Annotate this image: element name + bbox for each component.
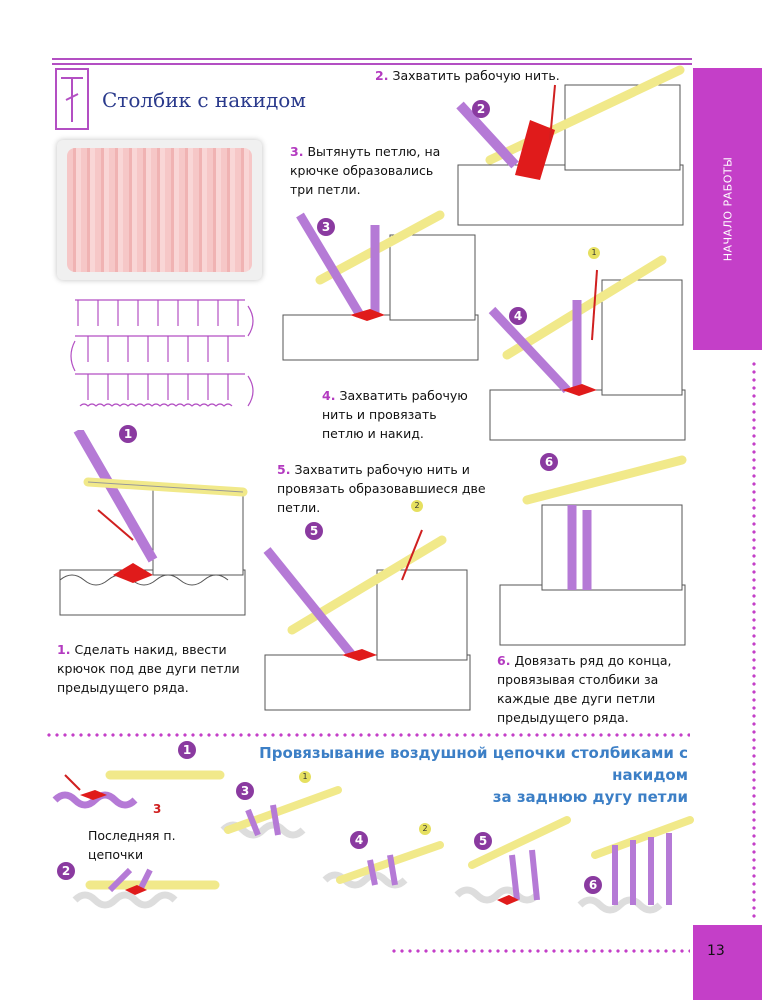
step6-illustration [499,455,687,646]
yellow-marker: 1 [299,771,311,783]
dotted-rule [752,360,756,920]
chain-step-marker: 2 [57,862,75,880]
chain-step-marker: 5 [474,832,492,850]
chain-step-marker: 4 [350,831,368,849]
crochet-chart [70,299,254,407]
step4-illustration [488,255,686,441]
sample-swatch-photo [57,140,262,280]
chain-step4-illustration [322,841,444,889]
step-marker: 1 [119,425,137,443]
step-marker: 3 [317,218,335,236]
step-marker: 2 [472,100,490,118]
dotted-rule [390,949,690,953]
section2-title: Провязывание воздушной цепочки столбикам… [259,744,688,806]
yellow-marker: 2 [419,823,431,835]
step-marker: 4 [509,307,527,325]
top-rule [52,58,692,60]
dotted-rule [45,733,690,737]
step2-caption: 2. Захватить рабочую нить. [375,68,560,83]
step-marker: 5 [305,522,323,540]
top-rule [52,63,692,65]
stitch-symbol-box [55,68,89,130]
chain-step-marker: 6 [584,876,602,894]
step6-caption: 6. Довязать ряд до конца, провязывая сто… [497,653,672,725]
chain-step-marker: 3 [236,782,254,800]
step5-caption: 5. Захватить рабочую нить и провязать об… [277,462,486,515]
section-tab-label: НАЧАЛО РАБОТЫ [721,156,734,262]
step-marker: 6 [540,453,558,471]
step3-illustration [282,210,479,361]
chain-step3-illustration [220,786,342,839]
page-title: Столбик с накидом [102,88,306,112]
step4-caption: 4. Захватить рабочую нить и провязать пе… [322,388,468,441]
chain-label: Последняя п. цепочки [88,828,176,862]
step5-illustration [263,529,471,711]
double-crochet-symbol-icon [61,77,83,122]
step3-caption: 3. Вытянуть петлю, на крючке образовалис… [290,144,441,197]
chain-step5-illustration [454,816,571,905]
chain-step2-illustration [72,867,220,909]
red-number: 3 [153,802,162,816]
chain-step-marker: 1 [178,741,196,759]
chain-step1-illustration [52,770,225,809]
step2-illustration [456,65,685,226]
yellow-marker: 1 [588,247,600,259]
step1-illustration [59,430,248,616]
step1-caption: 1. Сделать накид, ввести крючок под две … [57,642,240,695]
page-number: 13 [707,943,725,959]
page-number-box: 13 [693,925,762,1000]
section-tab: НАЧАЛО РАБОТЫ [693,68,762,350]
yellow-marker: 2 [411,500,423,512]
chain-step6-illustration [577,816,694,914]
